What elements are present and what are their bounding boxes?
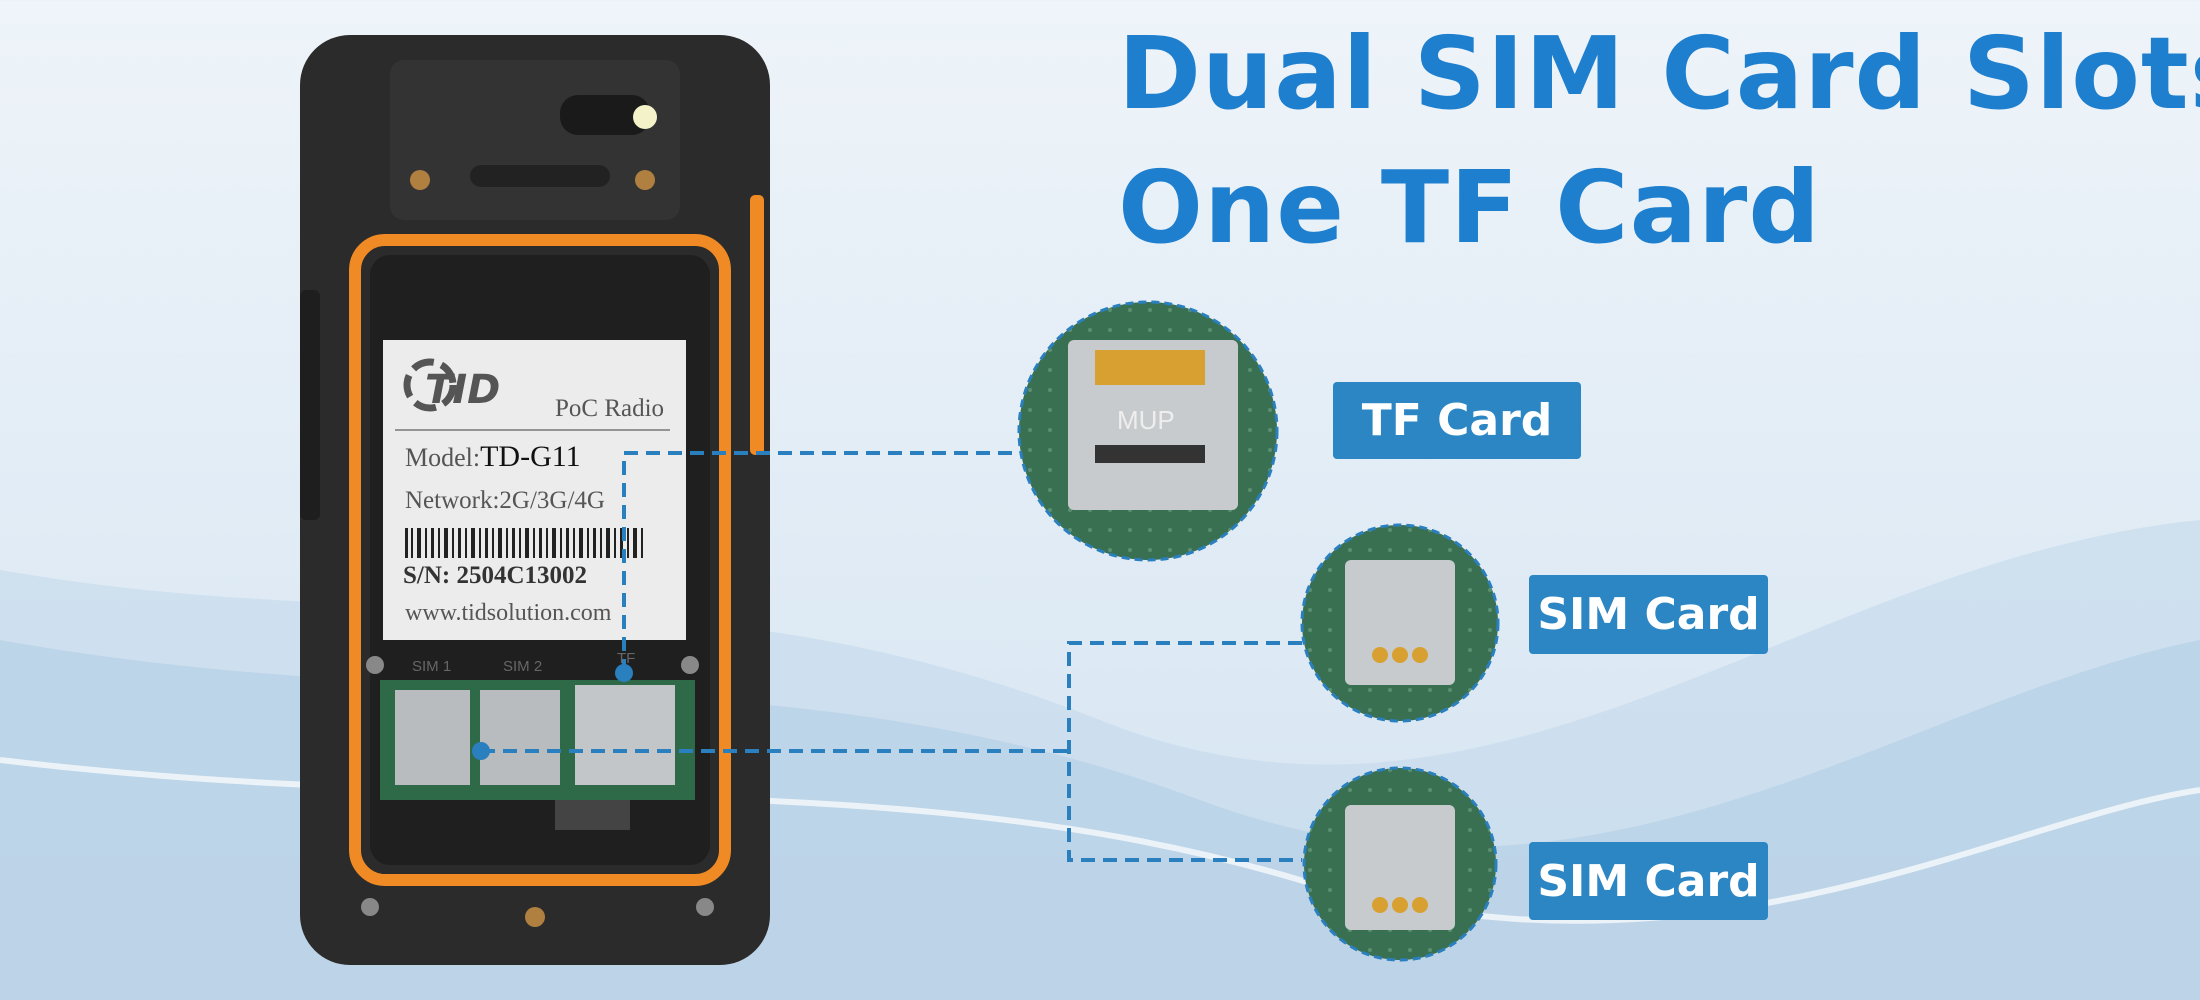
connector-lines bbox=[481, 451, 1302, 862]
sim1-slot bbox=[395, 690, 470, 785]
sim-card-tag-1: SIM Card bbox=[1529, 575, 1768, 654]
sim1-slot-closeup bbox=[1300, 523, 1500, 723]
barcode bbox=[405, 528, 643, 558]
headline-line-2: One TF Card bbox=[1118, 149, 1821, 266]
tf-slot-closeup bbox=[1017, 300, 1279, 562]
flash-icon bbox=[633, 105, 657, 129]
tf-marking: TF bbox=[617, 650, 636, 667]
headline-line-1: Dual SIM Card Slots bbox=[1118, 15, 2200, 132]
model-line: Model:TD-G11 bbox=[405, 440, 581, 474]
sim2-slot bbox=[480, 690, 560, 785]
product-name: PoC Radio bbox=[555, 395, 665, 422]
tf-card-tag: TF Card bbox=[1333, 382, 1581, 459]
brand-logo: TID bbox=[425, 367, 501, 413]
sim2-marking: SIM 2 bbox=[503, 658, 543, 675]
chip-marking: MUP bbox=[1117, 405, 1175, 435]
network-text: Network:2G/3G/4G bbox=[405, 487, 605, 514]
model-value: TD-G11 bbox=[480, 440, 581, 473]
sim-card-tag-2: SIM Card bbox=[1529, 842, 1768, 920]
device-label-sticker bbox=[383, 340, 686, 640]
model-label: Model: bbox=[405, 443, 481, 472]
website-text: www.tidsolution.com bbox=[405, 600, 612, 626]
serial-number: S/N: 2504C13002 bbox=[403, 562, 588, 589]
sim2-slot-closeup bbox=[1302, 766, 1498, 962]
tf-slot bbox=[575, 685, 675, 785]
sim1-marking: SIM 1 bbox=[412, 658, 452, 675]
